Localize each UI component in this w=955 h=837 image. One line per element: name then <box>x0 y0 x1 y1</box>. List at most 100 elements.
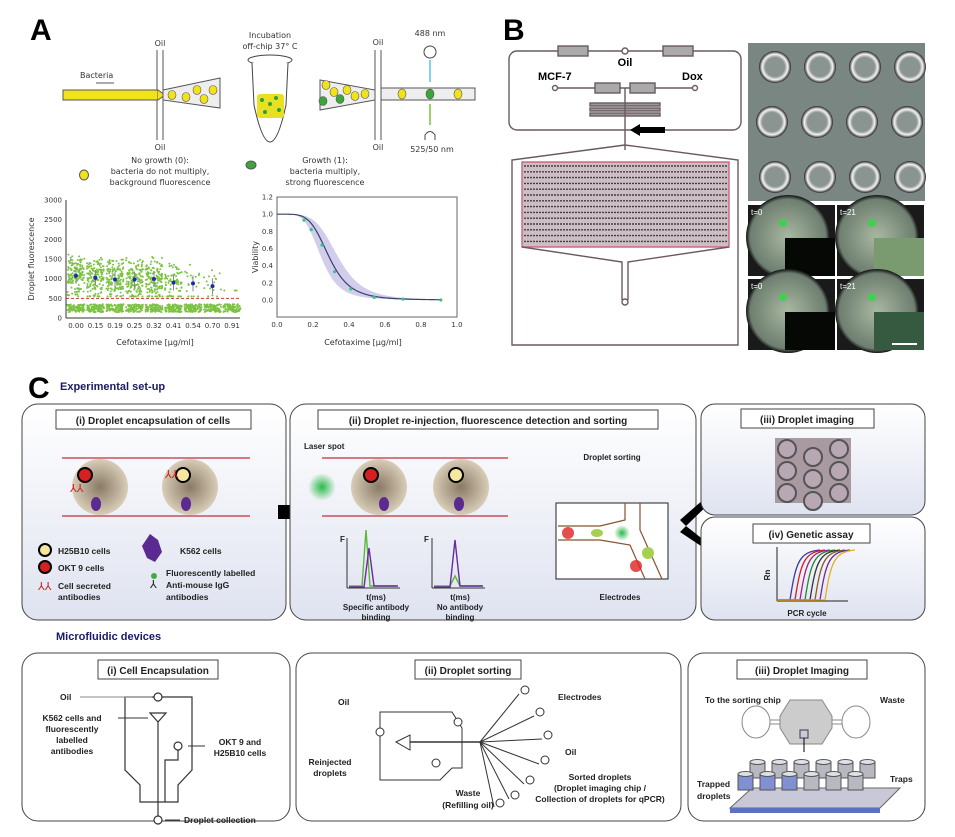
data-point <box>109 274 112 277</box>
data-point <box>211 269 214 272</box>
data-point <box>137 283 140 286</box>
y-tick-label: 1500 <box>44 256 62 264</box>
data-point <box>118 283 121 286</box>
data-point <box>100 307 103 310</box>
droplet <box>351 459 407 515</box>
x-tick-label: 0.91 <box>224 322 240 330</box>
data-point <box>81 274 84 277</box>
data-point <box>83 282 86 285</box>
y-tick-label: 1.2 <box>262 194 273 202</box>
data-point <box>125 259 128 262</box>
data-point <box>238 304 241 307</box>
data-point <box>149 310 152 313</box>
data-point <box>106 289 109 292</box>
data-point <box>192 295 195 298</box>
detector-icon <box>424 131 436 140</box>
data-point <box>157 276 160 279</box>
k562-cell-icon <box>379 497 389 511</box>
data-point <box>141 284 144 287</box>
data-point <box>91 287 94 290</box>
data-point <box>76 259 79 262</box>
outlet-channel <box>479 741 510 800</box>
data-point <box>168 265 171 268</box>
data-point <box>169 283 172 286</box>
data-point <box>159 264 162 267</box>
data-point <box>129 310 132 313</box>
y-tick-label: 2500 <box>44 216 62 224</box>
data-point <box>122 310 125 313</box>
data-point <box>127 280 130 283</box>
data-point <box>211 294 214 297</box>
data-point <box>198 309 201 312</box>
data-point <box>140 263 143 266</box>
data-point <box>149 278 152 281</box>
axis-label: F <box>424 535 429 544</box>
data-point <box>197 274 200 277</box>
trap-top <box>781 771 798 777</box>
data-point <box>155 308 158 311</box>
laser-spot <box>308 473 336 501</box>
trap-well <box>801 106 833 138</box>
electrodes-label: Electrodes <box>600 593 641 602</box>
data-point <box>235 304 238 307</box>
data-point <box>116 306 119 309</box>
data-point <box>120 285 123 288</box>
trap-top <box>859 759 876 765</box>
data-point <box>93 259 96 262</box>
data-point <box>198 303 201 306</box>
data-point <box>100 286 103 289</box>
data-point <box>68 261 71 264</box>
data-point <box>188 305 191 308</box>
data-point <box>120 304 123 307</box>
x-tick-label: 0.41 <box>166 322 182 330</box>
sorting-chip <box>375 685 553 808</box>
data-point <box>151 308 154 311</box>
data-point <box>76 279 79 282</box>
data-point <box>106 265 109 268</box>
data-point <box>148 277 151 280</box>
imaged-droplet <box>829 483 849 503</box>
imaged-droplet <box>803 491 823 511</box>
data-point <box>121 306 124 309</box>
port <box>540 755 550 765</box>
data-point <box>160 274 163 277</box>
data-point <box>219 288 222 291</box>
data-point <box>213 281 216 284</box>
data-point <box>171 274 174 277</box>
data-point <box>112 259 115 262</box>
data-point <box>89 273 92 276</box>
data-point <box>192 308 195 311</box>
data-point <box>158 277 161 280</box>
data-point <box>239 307 242 310</box>
data-point <box>86 267 89 270</box>
data-point <box>133 305 136 308</box>
data-point <box>121 285 124 288</box>
data-point <box>120 295 123 298</box>
data-point <box>145 264 148 267</box>
data-point <box>139 307 142 310</box>
data-point <box>156 261 159 264</box>
data-point <box>147 267 150 270</box>
data-point <box>86 279 89 282</box>
data-point <box>100 288 103 291</box>
data-point <box>153 306 156 309</box>
secreted-antibody-icon: ⅄⅄ <box>164 469 179 481</box>
data-point <box>164 273 167 276</box>
data-point <box>156 291 159 294</box>
data-point <box>223 289 226 292</box>
data-point <box>141 261 144 264</box>
data-point <box>128 261 131 264</box>
data-point <box>95 268 98 271</box>
data-point <box>125 280 128 283</box>
data-point <box>93 280 96 283</box>
trap-top <box>759 771 776 777</box>
data-point <box>158 295 161 298</box>
data-point <box>107 305 110 308</box>
data-point <box>89 262 92 265</box>
data-point <box>151 291 154 294</box>
data-point <box>167 281 170 284</box>
data-point <box>93 287 96 290</box>
data-point <box>197 295 200 298</box>
